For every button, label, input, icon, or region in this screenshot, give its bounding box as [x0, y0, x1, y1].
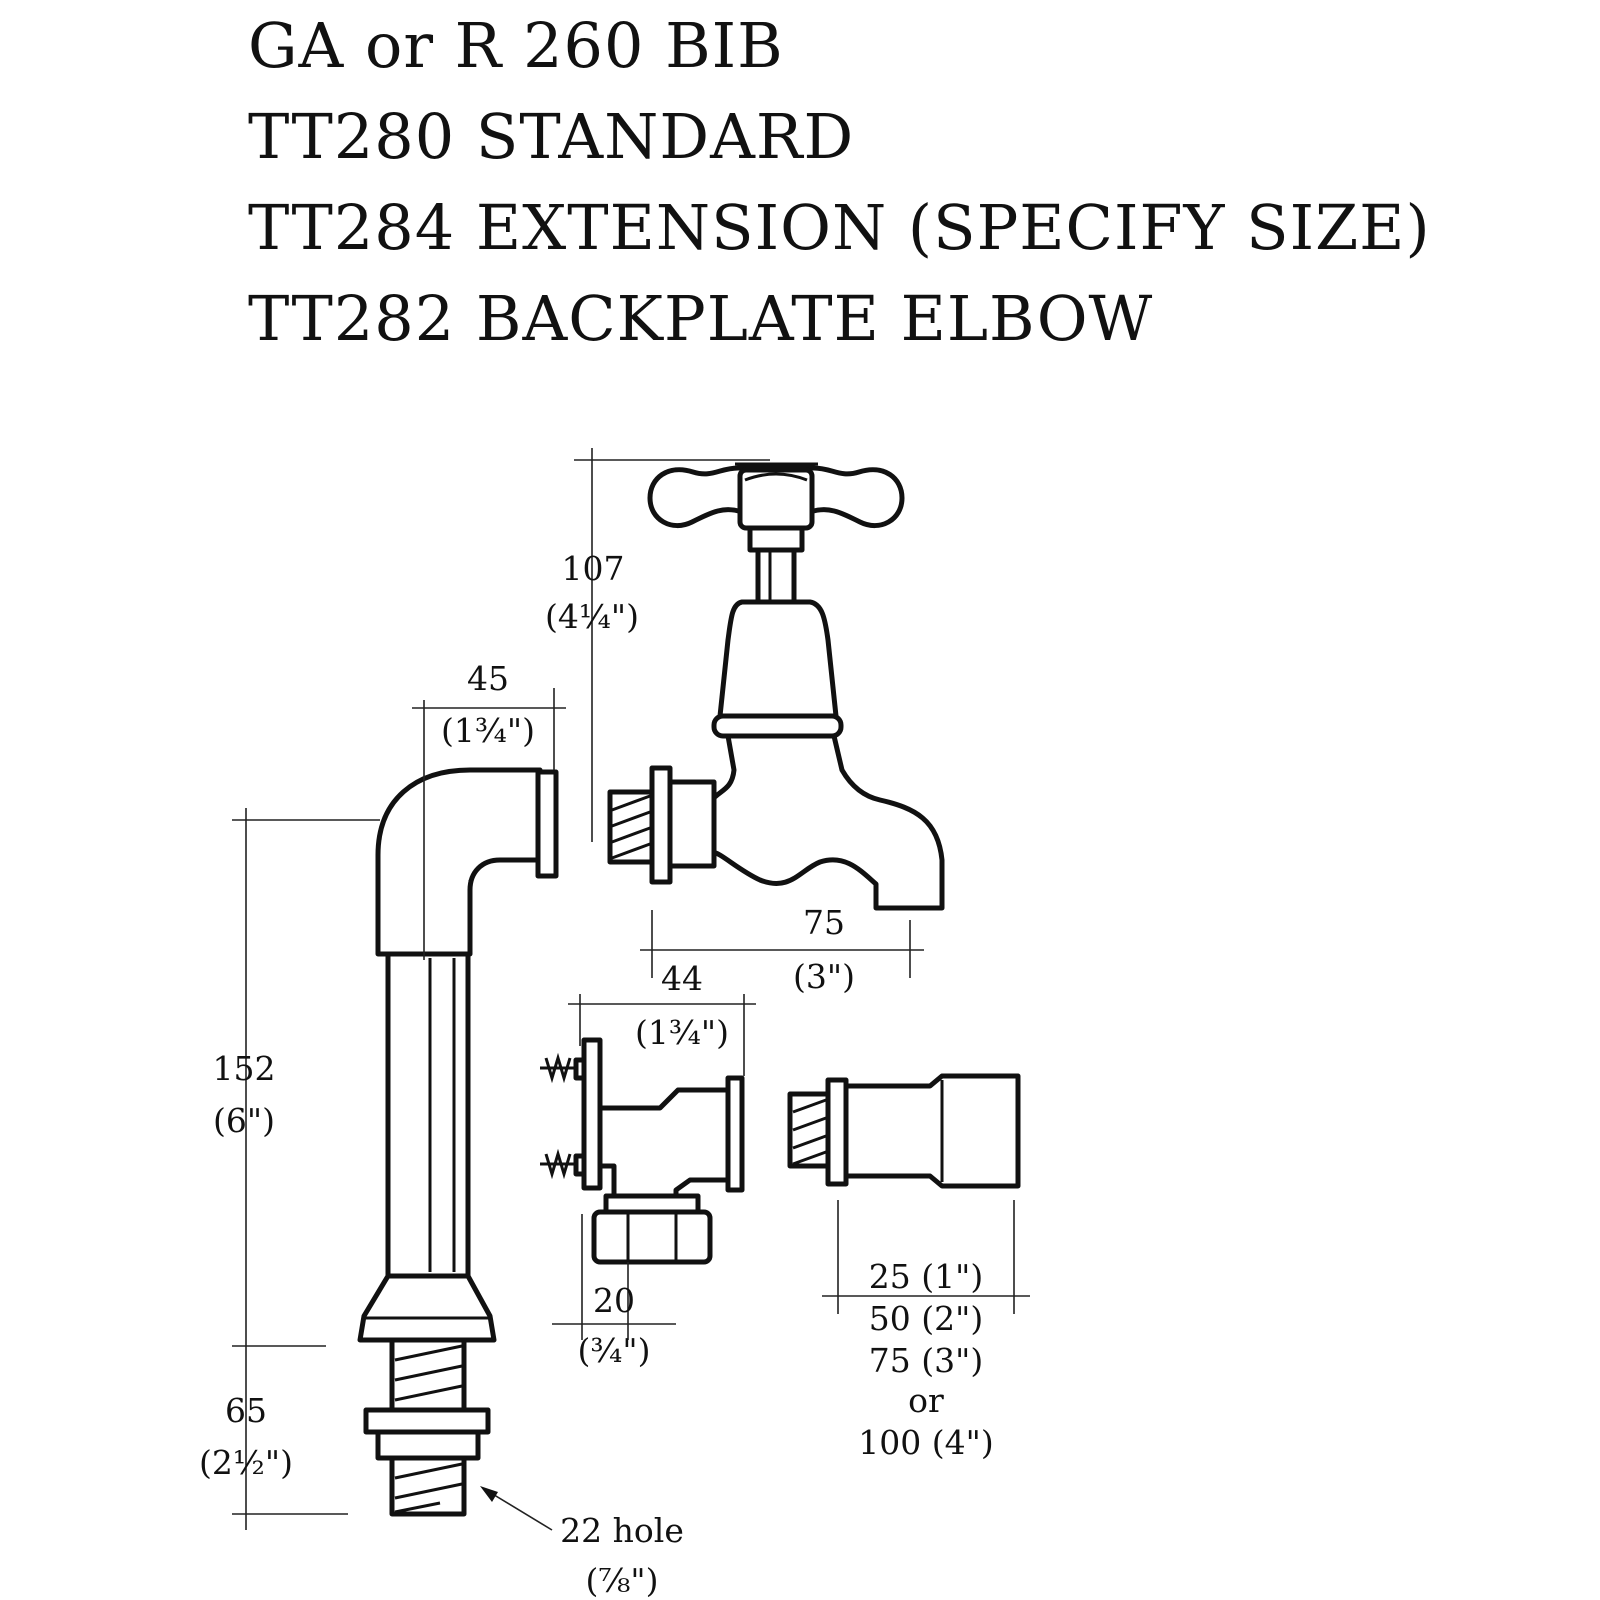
- extension-illustration: [787, 1073, 1021, 1189]
- backnut: [375, 1429, 481, 1461]
- elbow-flange: [535, 769, 559, 879]
- tap-spout: [709, 733, 945, 911]
- dim-extension-size-or: or: [908, 1381, 944, 1420]
- wall-screw-upper: [540, 1052, 589, 1084]
- extension-body: [843, 1073, 1021, 1189]
- dim-standpipe-height-mm: 152: [213, 1049, 276, 1088]
- backplate-nut: [591, 1209, 713, 1265]
- spindle-collar: [747, 525, 805, 553]
- elbow-bend: [375, 767, 543, 957]
- dim-backplate-reach-in: (1¾"): [635, 1013, 729, 1052]
- dim-elbow-reach-in: (1¾"): [441, 711, 535, 750]
- dimension-labels: 107 (4¼") 45 (1¾") 75 (3") 44 (1¾") 152 …: [199, 549, 994, 1600]
- dim-thread-length-in: (2½"): [199, 1443, 293, 1482]
- dim-standpipe-height-in: (6"): [213, 1101, 275, 1140]
- dim-outlet-in: (¾"): [578, 1331, 651, 1370]
- dim-elbow-reach-mm: 45: [467, 659, 509, 698]
- backplate-elbow-illustration: [540, 1037, 745, 1265]
- dim-spout-reach-mm: 75: [803, 903, 845, 942]
- washer: [363, 1407, 491, 1435]
- dim-extension-size-2: 50 (2"): [869, 1299, 983, 1338]
- wall-screw-lower: [540, 1148, 589, 1180]
- base-flange: [357, 1273, 497, 1343]
- dim-extension-size-1: 25 (1"): [869, 1257, 983, 1296]
- dimension-lines: [232, 448, 1030, 1531]
- dim-hole-size-mm: 22 hole: [560, 1511, 684, 1550]
- spindle: [755, 547, 797, 605]
- dim-thread-length-mm: 65: [225, 1391, 267, 1430]
- tap-body-ring: [711, 713, 844, 739]
- title-backplate-elbow: TT282 BACKPLATE ELBOW: [248, 282, 1154, 355]
- tap-inlet-nut: [665, 779, 717, 869]
- vertical-pipe: [385, 951, 471, 1279]
- title-bib-tap: GA or R 260 BIB: [248, 9, 784, 82]
- backplate-outlet-flange: [725, 1075, 745, 1193]
- dim-extension-size-4: 100 (4"): [858, 1423, 993, 1462]
- title-standard-standpipe: TT280 STANDARD: [248, 100, 855, 173]
- standpipe-illustration: [357, 767, 559, 1517]
- dim-tap-height-in: (4¼"): [545, 597, 639, 636]
- tap-body-upper: [717, 599, 839, 719]
- dim-extension-size-3: 75 (3"): [869, 1341, 983, 1380]
- title-block: GA or R 260 BIB TT280 STANDARD TT284 EXT…: [248, 0, 1578, 364]
- dim-spout-reach-in: (3"): [793, 957, 855, 996]
- backplate-elbow-body: [597, 1087, 733, 1199]
- dim-hole-size-in: (⅞"): [586, 1561, 659, 1600]
- tap-inlet-flange: [649, 765, 673, 885]
- dim-backplate-reach-mm: 44: [661, 959, 703, 998]
- title-extension: TT284 EXTENSION (SPECIFY SIZE): [248, 191, 1431, 264]
- extension-flange: [825, 1077, 849, 1187]
- bib-tap-illustration: [607, 462, 945, 911]
- dim-tap-height-mm: 107: [562, 549, 625, 588]
- dim-outlet-mm: 20: [593, 1281, 635, 1320]
